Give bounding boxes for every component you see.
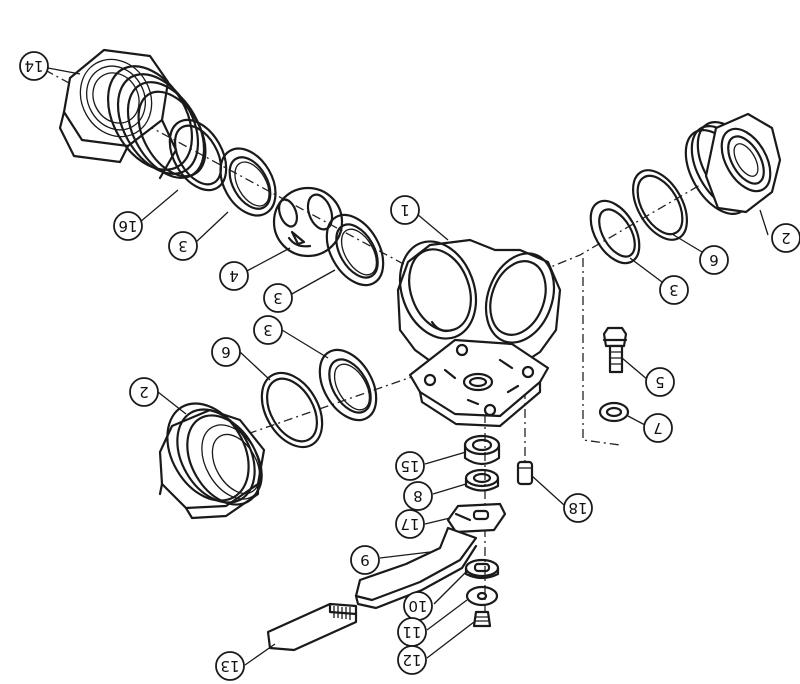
- callout-circle: [395, 509, 425, 539]
- packing-8: [464, 468, 500, 492]
- handle-sleeve-13: [266, 602, 358, 652]
- callout-circle: [395, 451, 425, 481]
- o-ring-16: [168, 118, 228, 192]
- screw-18: [516, 460, 534, 486]
- seat-3-lower-left: [318, 348, 378, 422]
- callout-9: 9: [350, 545, 380, 575]
- callout-circle: [129, 377, 159, 407]
- callout-7: 7: [643, 413, 673, 443]
- callout-number: 2: [781, 229, 791, 247]
- callout-number: 6: [709, 251, 719, 269]
- callout-5: 5: [645, 367, 675, 397]
- hex-union-nut-2-right: [684, 112, 782, 216]
- callout-17: 17: [395, 509, 425, 539]
- callout-11: 11: [397, 617, 427, 647]
- ball-4: [272, 186, 344, 258]
- callout-number: 10: [408, 597, 427, 615]
- callout-number: 1: [400, 201, 410, 219]
- callout-3-c: 3: [253, 315, 283, 345]
- callout-8: 8: [403, 481, 433, 511]
- callout-circle: [771, 223, 800, 253]
- callout-15: 15: [395, 451, 425, 481]
- callout-6-right: 6: [699, 245, 729, 275]
- callout-number: 13: [220, 657, 239, 675]
- callout-number: 2: [139, 383, 149, 401]
- callout-circle: [403, 481, 433, 511]
- callout-circle: [19, 51, 49, 81]
- callout-circle: [645, 367, 675, 397]
- callout-10: 10: [403, 591, 433, 621]
- callout-circle: [563, 493, 593, 523]
- callout-number: 9: [360, 551, 370, 569]
- callout-circle: [350, 545, 380, 575]
- callout-18: 18: [563, 493, 593, 523]
- callout-6-left: 6: [211, 337, 241, 367]
- callout-number: 3: [273, 289, 283, 307]
- callout-number: 8: [413, 487, 423, 505]
- hex-union-nut-14: [58, 48, 207, 180]
- nut-12: [472, 610, 492, 628]
- callout-circle: [113, 211, 143, 241]
- callout-number: 16: [118, 217, 137, 235]
- callout-number: 3: [178, 237, 188, 255]
- washer-11: [465, 585, 499, 607]
- callout-circle: [659, 275, 689, 305]
- callout-14: 14: [19, 51, 49, 81]
- callout-circle: [397, 645, 427, 675]
- callout-1: 1: [390, 195, 420, 225]
- callout-16: 16: [113, 211, 143, 241]
- stem-5: [602, 326, 628, 374]
- o-ring-6-left: [260, 371, 324, 449]
- callout-3-a: 3: [168, 231, 198, 261]
- callout-circle: [263, 283, 293, 313]
- callout-circle: [215, 651, 245, 681]
- callout-number: 15: [400, 457, 419, 475]
- callout-13: 13: [215, 651, 245, 681]
- callout-number: 18: [568, 499, 587, 517]
- callout-circle: [168, 231, 198, 261]
- callout-2-left: 2: [129, 377, 159, 407]
- callout-3-d: 3: [659, 275, 689, 305]
- seat-3-right: [589, 199, 641, 265]
- callout-number: 11: [402, 623, 421, 641]
- seat-3-centre: [325, 213, 385, 287]
- washer-10: [464, 558, 500, 580]
- gland-15: [463, 434, 501, 466]
- callout-number: 7: [653, 419, 663, 437]
- handle-9: [354, 526, 478, 610]
- callout-number: 3: [669, 281, 679, 299]
- seat-3-upper-left: [219, 147, 277, 217]
- callout-3-b: 3: [263, 283, 293, 313]
- callout-circle: [253, 315, 283, 345]
- callout-4: 4: [219, 261, 249, 291]
- callout-12: 12: [397, 645, 427, 675]
- callout-number: 3: [263, 321, 273, 339]
- callout-circle: [699, 245, 729, 275]
- callout-circle: [219, 261, 249, 291]
- callout-circle: [390, 195, 420, 225]
- callout-number: 6: [221, 343, 231, 361]
- callout-number: 12: [402, 651, 421, 669]
- hex-union-nut-2-left: [158, 402, 266, 520]
- washer-7: [598, 401, 630, 423]
- callout-number: 17: [400, 515, 419, 533]
- callout-number: 4: [229, 267, 239, 285]
- callout-2-right: 2: [771, 223, 800, 253]
- callout-circle: [211, 337, 241, 367]
- valve-body-1: [396, 238, 562, 428]
- stop-plate-17: [446, 502, 507, 534]
- callout-number: 14: [24, 57, 43, 75]
- leader-lines: [47, 67, 769, 666]
- callout-number: 5: [655, 373, 665, 391]
- callout-circle: [643, 413, 673, 443]
